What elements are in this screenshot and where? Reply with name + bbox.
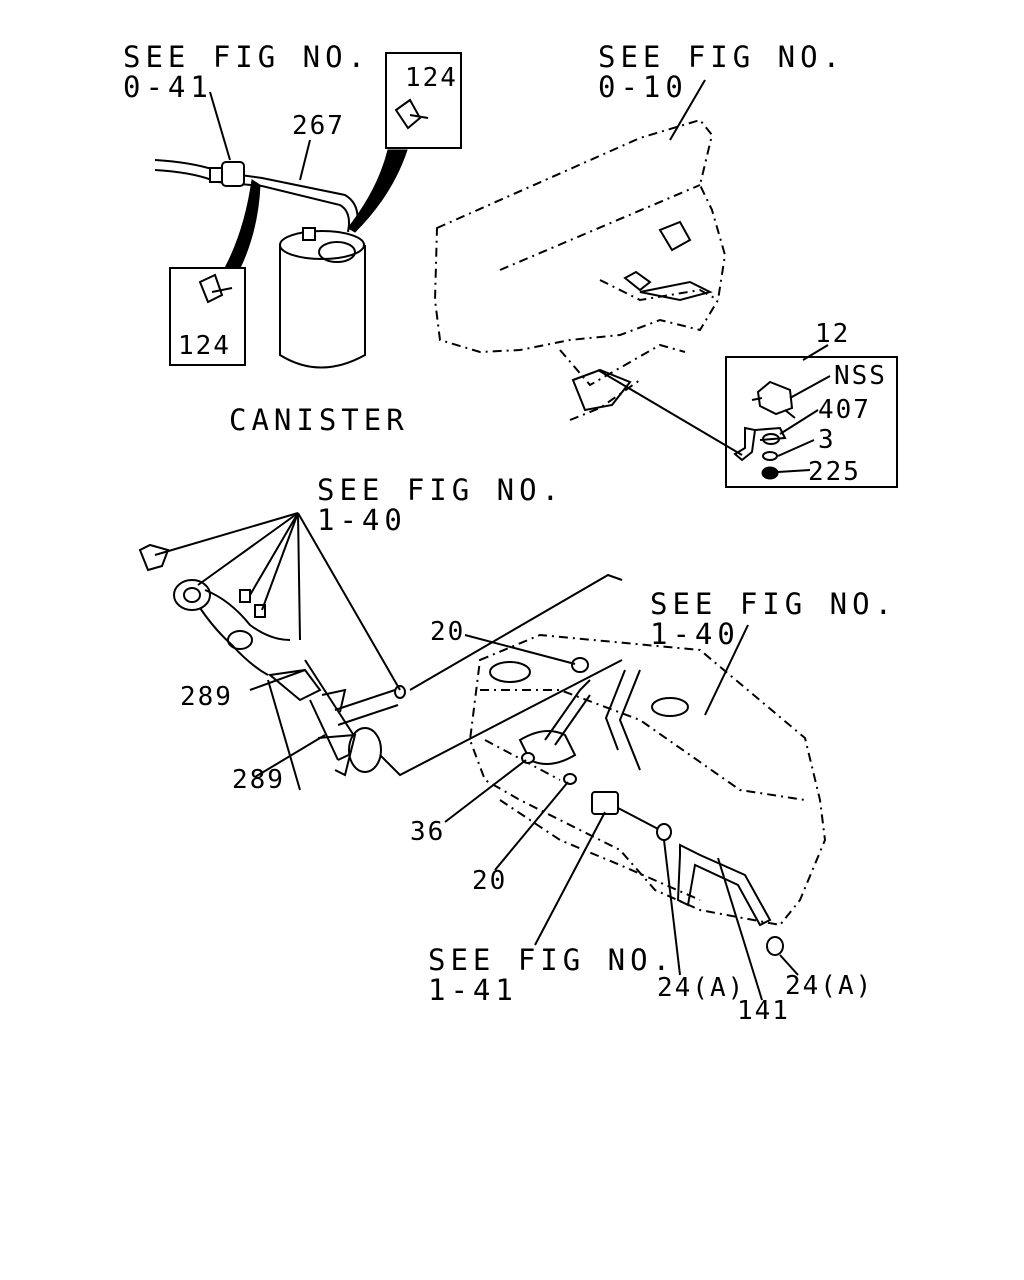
engine-block <box>433 118 727 421</box>
clamp-detail-box-left <box>169 267 246 366</box>
part-141-label: 141 <box>737 996 790 1026</box>
fuel-tank <box>468 633 827 956</box>
see-fig-1-40-tank-label: SEE FIG NO. 1-40 <box>650 587 898 651</box>
part-124-top-label: 124 <box>405 63 458 93</box>
part-20-lower-label: 20 <box>472 866 508 896</box>
see-fig-1-41-label: SEE FIG NO. 1-41 <box>428 943 676 1007</box>
part-12-label: 12 <box>815 319 851 349</box>
see-fig-0-41-label: SEE FIG NO. 0-41 <box>123 40 371 104</box>
bracket-detail-box <box>725 356 898 488</box>
part-225-label: 225 <box>808 457 861 487</box>
leader-lines <box>154 79 831 1001</box>
part-nss-label: NSS <box>834 361 887 391</box>
part-407-label: 407 <box>818 395 871 425</box>
part-24a-right-label: 24(A) <box>785 971 874 1001</box>
clamp-124-icon <box>198 98 429 304</box>
canister-assembly <box>154 159 366 369</box>
part-124-left-label: 124 <box>178 331 231 361</box>
leader-swoosh-top <box>347 149 408 233</box>
see-fig-1-40-top-label: SEE FIG NO. 1-40 <box>317 473 565 537</box>
filler-neck-assembly <box>138 543 623 791</box>
part-24a-left-label: 24(A) <box>657 973 746 1003</box>
part-289-upper-label: 289 <box>180 682 233 712</box>
part-3-label: 3 <box>818 425 836 455</box>
leader-swoosh-left <box>224 179 261 269</box>
canister-label: CANISTER <box>229 403 409 437</box>
part-289-lower-label: 289 <box>232 765 285 795</box>
see-fig-0-10-label: SEE FIG NO. 0-10 <box>598 40 846 104</box>
clamp-detail-box-top <box>385 52 462 149</box>
part-20-upper-label: 20 <box>430 617 466 647</box>
part-267-label: 267 <box>292 111 345 141</box>
part-36-label: 36 <box>410 817 446 847</box>
